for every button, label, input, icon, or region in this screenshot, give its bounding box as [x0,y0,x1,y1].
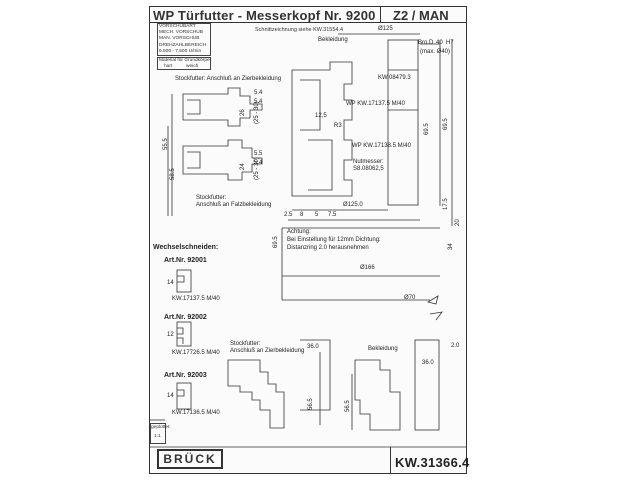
plotted-label: geplottet [151,425,170,430]
art-92002: Art.Nr. 92002 [164,314,207,321]
label-achtung-2: Bei Einstellung für 12mm Dichtung: [287,237,381,243]
label-max: (max. Ø40) [420,49,451,55]
plot-box [150,423,166,444]
label-bekleidung-top: Bekleidung [318,37,348,43]
bekleidung-bottom [354,359,401,431]
label-stockfutter-falz-1: Stockfutter: [196,195,227,201]
dim-58-5: 58.5 [170,168,176,180]
dim-5-5: 5.5 [254,151,263,157]
label-d125-top: Ø125 [378,26,393,32]
dim-69-5: 69.5 [443,118,449,130]
material-table [157,57,211,70]
footer-separator [390,447,391,474]
dim-26: 26 [240,109,246,116]
dim-34: 34 [448,243,454,250]
dim-25-30-b: (25 - 30) [254,157,260,180]
drawing-number: KW.31366.4 [395,455,470,470]
bottom-stockfutter-2: Anschluß an Zierbekleidung [230,348,305,354]
dim-17-5: 17.5 [443,198,449,210]
bottom-bekleidung: Bekleidung [368,346,398,352]
blade-92001 [176,269,192,293]
label-r3: R3 [334,123,342,129]
cutter-head [291,61,353,197]
label-nutmesser: Nutmesser: [353,159,384,165]
label-h7: H7 [446,40,454,46]
art-92003-dim: 14 [167,393,174,399]
feed-mech: MECH. VORSCHUB [159,30,203,35]
dim-5-4-b: 5.4 [254,99,263,105]
art-92002-kw: KW.17726.5 M/40 [172,350,220,356]
profile-lower [182,139,263,181]
speed-head: DREHZAHLBEREICH [159,43,207,48]
dim-7-5: 7.5 [328,212,337,218]
label-wp2: WP KW.17138.5 M/40 [352,143,411,149]
dim-36-b: 36.0 [422,360,434,366]
label-12-5: 12,5 [315,113,327,119]
dim-5: 5 [315,212,319,218]
wechsel-title: Wechselschneiden: [153,244,219,251]
label-d166: Ø166 [360,265,375,271]
label-bore: Bro.D [418,40,434,46]
dim-2-5: 2.5 [284,212,293,218]
feed-man: MAN. VORSCHUB [159,36,200,41]
art-92001: Art.Nr. 92001 [164,257,207,264]
art-92001-kw: KW.17137.5 M/40 [172,296,220,302]
dim-5-4-c: 5.4 [254,160,263,166]
dim-5-4-a: 5.4 [254,90,263,96]
feed-head: VORSCHUBART [159,24,196,29]
drawing-sheet [149,6,467,474]
label-d125: Ø125.0 [343,202,363,208]
label-wp1: WP KW.17137.5 M/40 [346,101,405,107]
dim-25-30-a: (25 - 30) [254,101,260,124]
dim-20: 20 [455,219,461,226]
label-bore-value: 40 [436,40,443,46]
reference-note: Schnittzeichnung siehe KW.31554.4 [255,27,344,33]
dim-56-5-b: 56.5 [345,400,351,412]
art-92003: Art.Nr. 92003 [164,372,207,379]
art-92001-dim: 14 [167,280,174,286]
brueck-logo: BRÜCK [157,449,223,469]
dim-8: 8 [300,212,304,218]
header-divider [149,22,467,23]
dim-55-5: 55.5 [163,138,169,150]
label-d70: Ø70 [404,295,416,301]
label-achtung: Achtung: [287,229,311,235]
label-stockfutter-falz-2: Anschluß an Falzbekleidung [196,202,272,208]
art-92002-dim: 12 [167,332,174,338]
drawing-variant: Z2 / MAN [393,8,449,23]
dim-56-5-a: 56.5 [308,398,314,410]
stockfutter-bottom [227,359,285,429]
dim-69-5-c: 69.5 [424,123,430,135]
label-nut-kw: S8.08062,5 [353,166,384,172]
profile-upper [182,87,263,127]
cutter-body [387,39,419,206]
header-separator [380,6,381,22]
art-92003-kw: KW.17136.5 M/40 [172,410,220,416]
material-hard: hart [164,64,173,69]
material-soft: weich [186,64,199,69]
dim-69-5-b: 69.5 [273,236,279,248]
drawing-title: WP Türfutter - Messerkopf Nr. 9200 [153,8,376,23]
dim-24: 24 [240,163,246,170]
speed-value: 6.500 - 7.500 U/min [159,49,202,54]
scale-label: 1:1 [154,434,161,439]
dim-36-a: 36.0 [307,344,319,350]
bottom-stockfutter-1: Stockfutter: [230,341,261,347]
material-head: Material für Grundkörper [159,58,212,63]
label-achtung-3: Distanzring 2.0 herausnehmen [287,245,369,251]
dim-2-0: 2.0 [451,343,460,349]
label-kw-top: KW.08479.3 [378,75,411,81]
label-stockfutter-zier: Stockfutter: Anschluß an Zierbekleidung [175,76,282,82]
feed-table [157,23,211,56]
